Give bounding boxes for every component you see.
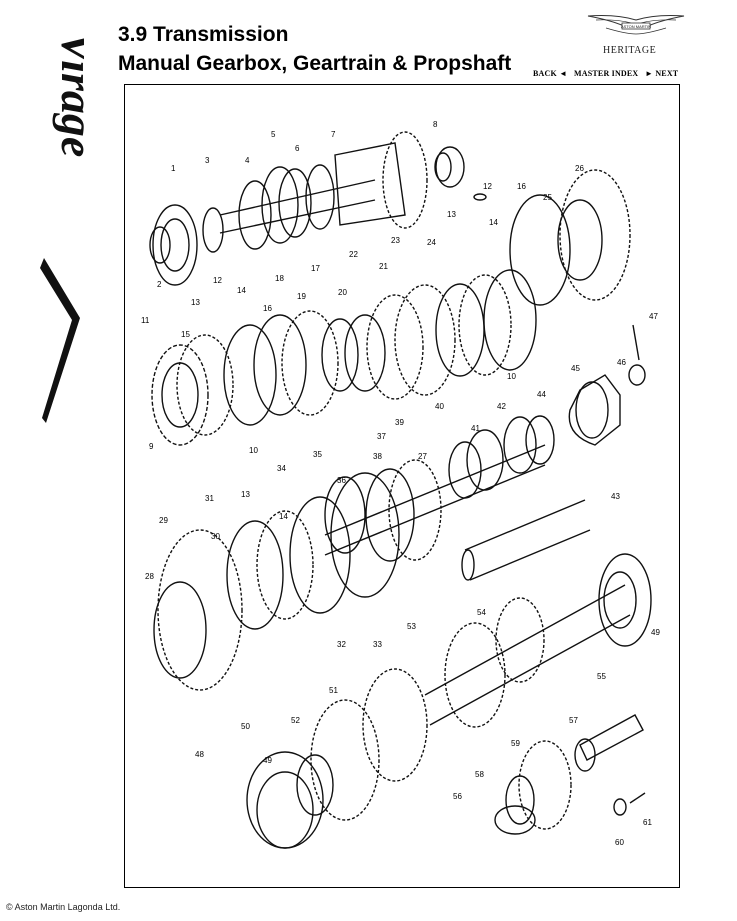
part-number-label: 25 — [543, 193, 552, 202]
part-number-label: 34 — [277, 464, 286, 473]
part-number-label: 58 — [475, 770, 484, 779]
part-number-label: 56 — [453, 792, 462, 801]
part-number-label: 52 — [291, 716, 300, 725]
part-number-label: 13 — [447, 210, 456, 219]
part-number-label: 35 — [313, 450, 322, 459]
part-number-label: 32 — [337, 640, 346, 649]
part-number-label: 20 — [338, 288, 347, 297]
part-number-label: 28 — [145, 572, 154, 581]
part-number-label: 33 — [373, 640, 382, 649]
part-number-label: 12 — [483, 182, 492, 191]
part-number-label: 9 — [149, 442, 154, 451]
page-subtitle: Manual Gearbox, Geartrain & Propshaft — [118, 52, 512, 75]
part-number-label: 17 — [311, 264, 320, 273]
part-number-label: 49 — [651, 628, 660, 637]
part-number-label: 7 — [331, 130, 336, 139]
part-number-label: 2 — [157, 280, 162, 289]
aston-martin-wings-logo: ASTON MARTIN — [587, 15, 685, 35]
part-number-label: 55 — [597, 672, 606, 681]
part-number-label: 50 — [241, 722, 250, 731]
part-number-label: 40 — [435, 402, 444, 411]
part-number-label: 27 — [418, 452, 427, 461]
part-number-label: 8 — [433, 120, 438, 129]
part-number-label: 6 — [295, 144, 300, 153]
next-link[interactable]: ► NEXT — [645, 69, 679, 78]
part-number-label: 48 — [195, 750, 204, 759]
part-number-label: 46 — [617, 358, 626, 367]
part-number-label: 36 — [337, 476, 346, 485]
part-number-label: 42 — [497, 402, 506, 411]
part-number-label: 43 — [611, 492, 620, 501]
part-number-label: 45 — [571, 364, 580, 373]
part-number-label: 18 — [275, 274, 284, 283]
part-number-label: 22 — [349, 250, 358, 259]
part-number-label: 54 — [477, 608, 486, 617]
part-number-label: 23 — [391, 236, 400, 245]
part-number-label: 19 — [297, 292, 306, 301]
part-number-label: 59 — [511, 739, 520, 748]
virage-side-logo: Virage — [40, 32, 84, 423]
part-number-label: 15 — [181, 330, 190, 339]
part-number-label: 51 — [329, 686, 338, 695]
part-number-label: 30 — [211, 532, 220, 541]
part-number-label: 49 — [263, 756, 272, 765]
svg-text:ASTON MARTIN: ASTON MARTIN — [621, 24, 651, 29]
part-number-label: 10 — [507, 372, 516, 381]
part-number-label: 4 — [245, 156, 250, 165]
part-number-label: 16 — [517, 182, 526, 191]
part-number-label: 29 — [159, 516, 168, 525]
part-number-label: 13 — [191, 298, 200, 307]
part-number-label: 24 — [427, 238, 436, 247]
copyright-notice: © Aston Martin Lagonda Ltd. — [6, 902, 121, 912]
part-number-label: 14 — [237, 286, 246, 295]
part-number-label: 14 — [279, 512, 288, 521]
part-number-label: 39 — [395, 418, 404, 427]
heritage-label: HERITAGE — [603, 45, 657, 56]
part-number-label: 31 — [205, 494, 214, 503]
part-number-label: 10 — [249, 446, 258, 455]
part-number-label: 26 — [575, 164, 584, 173]
section-title: 3.9 Transmission — [118, 23, 289, 46]
part-number-label: 44 — [537, 390, 546, 399]
svg-text:Virage: Virage — [52, 32, 84, 157]
part-number-label: 37 — [377, 432, 386, 441]
part-number-label: 3 — [205, 156, 210, 165]
part-number-label: 1 — [171, 164, 176, 173]
part-number-label: 5 — [271, 130, 276, 139]
part-number-label: 41 — [471, 424, 480, 433]
part-number-label: 14 — [489, 218, 498, 227]
master-index-link[interactable]: MASTER INDEX — [574, 69, 639, 78]
part-number-label: 21 — [379, 262, 388, 271]
part-number-label: 38 — [373, 452, 382, 461]
back-link[interactable]: BACK ◄ — [533, 69, 568, 78]
part-number-label: 13 — [241, 490, 250, 499]
part-number-label: 16 — [263, 304, 272, 313]
part-number-label: 11 — [141, 316, 150, 325]
part-number-label: 60 — [615, 838, 624, 847]
part-number-label: 57 — [569, 716, 578, 725]
part-number-label: 47 — [649, 312, 658, 321]
part-number-label: 61 — [643, 818, 652, 827]
part-number-label: 12 — [213, 276, 222, 285]
part-number-label: 53 — [407, 622, 416, 631]
